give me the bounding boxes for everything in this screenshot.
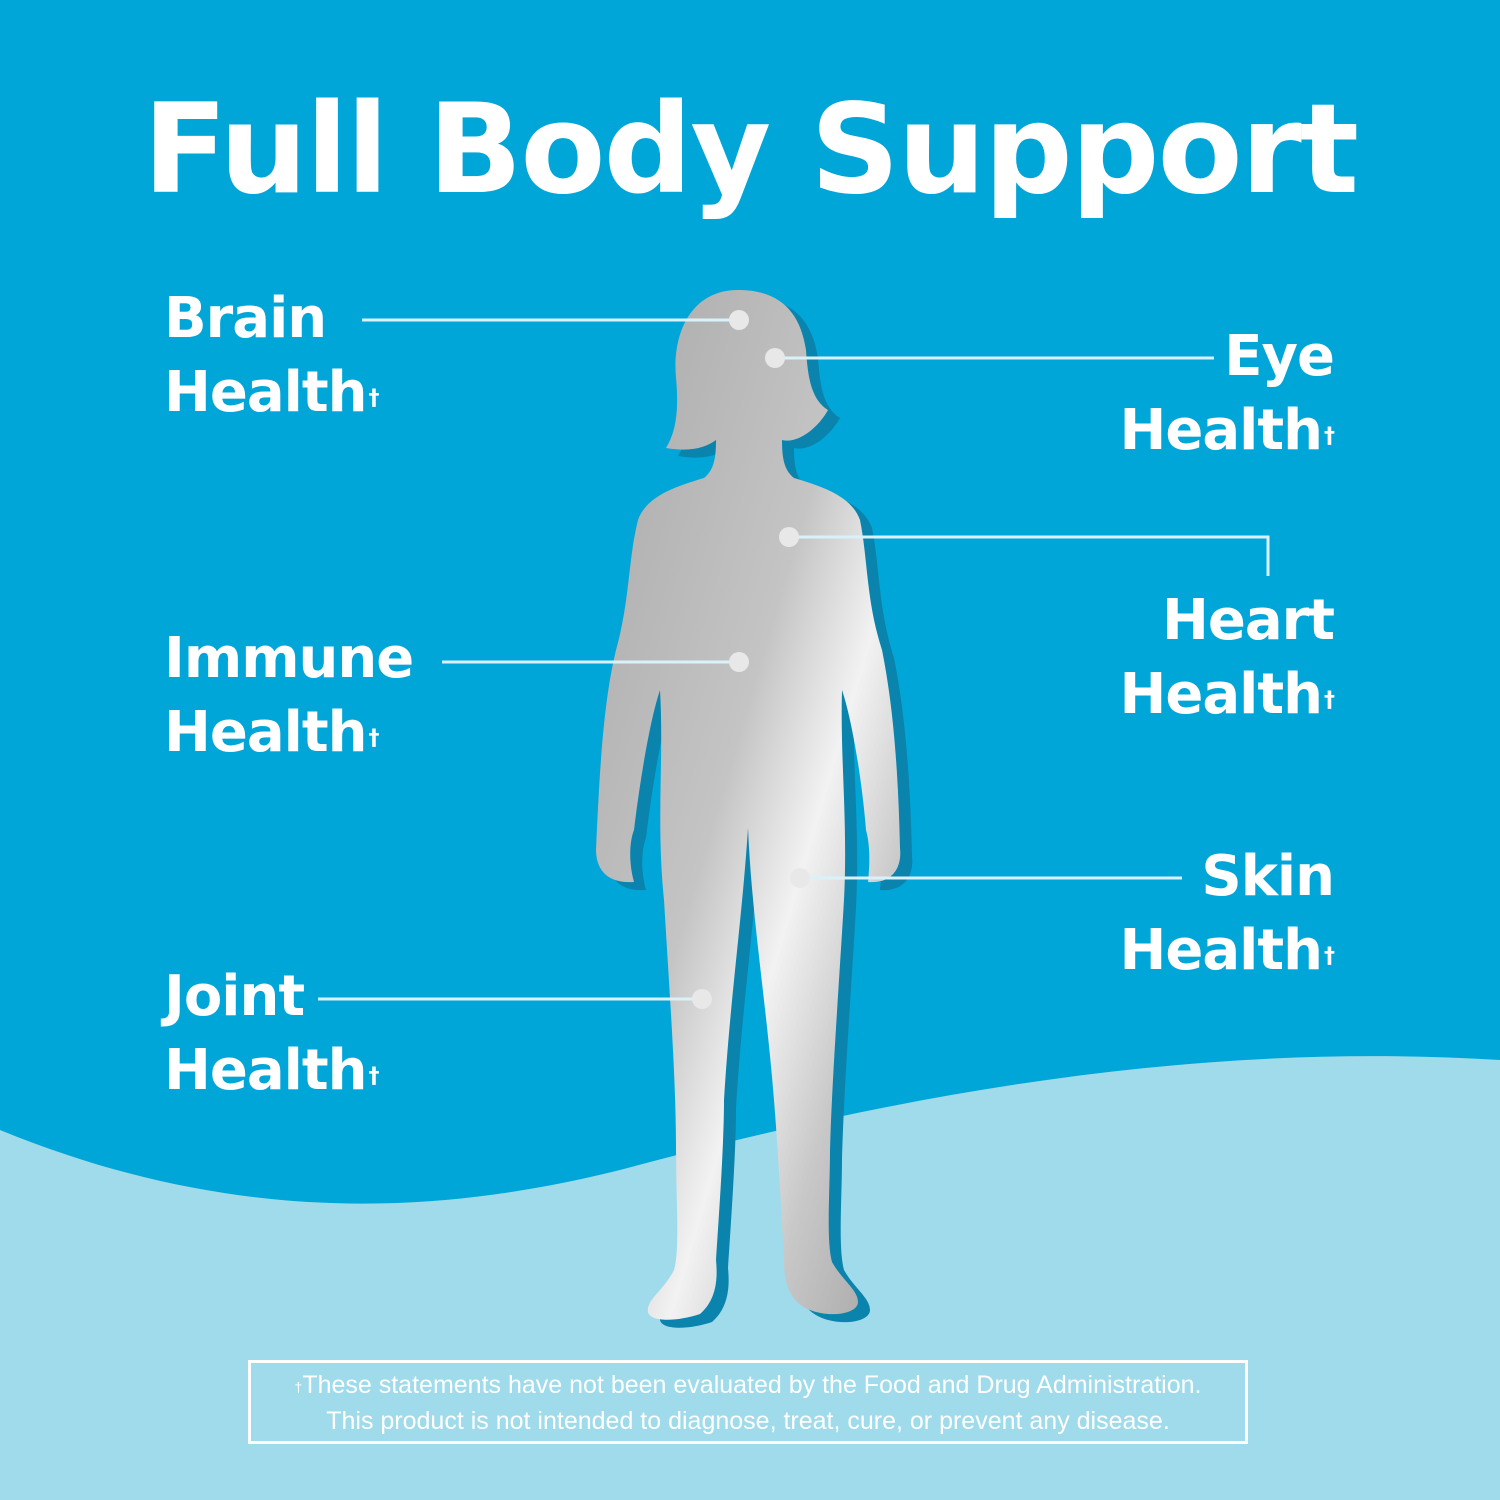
heart-connector — [789, 535, 1270, 576]
joint-label-line2: Health — [164, 1038, 367, 1103]
brain-label-line1: Brain — [164, 286, 327, 351]
body-silhouette — [596, 290, 901, 1320]
dagger-mark: † — [1324, 424, 1335, 449]
page-title: Full Body Support — [142, 78, 1359, 222]
brain-dot — [729, 310, 749, 330]
eye-label-line1: Eye — [1224, 324, 1335, 389]
disclaimer-line1: These statements have not been evaluated… — [302, 1371, 1202, 1399]
joint-label-line1: Joint — [164, 964, 305, 1029]
dagger-mark: † — [368, 726, 379, 751]
dagger-mark: † — [368, 386, 379, 411]
heart-health-label: Heart Health† — [1119, 584, 1335, 732]
dagger-mark: † — [294, 1379, 303, 1395]
skin-health-label: Skin Health† — [1119, 840, 1335, 988]
eye-dot — [765, 348, 785, 368]
joint-dot — [692, 989, 712, 1009]
brain-health-label: Brain Health† — [164, 282, 379, 430]
heart-dot — [779, 527, 799, 547]
skin-label-line2: Health — [1119, 918, 1323, 983]
dagger-mark: † — [1324, 688, 1335, 713]
heart-label-line2: Health — [1119, 662, 1323, 727]
fda-disclaimer: †These statements have not been evaluate… — [248, 1360, 1248, 1444]
eye-label-line2: Health — [1119, 398, 1323, 463]
immune-label-line2: Health — [164, 700, 367, 765]
dagger-mark: † — [368, 1064, 379, 1089]
disclaimer-line2: This product is not intended to diagnose… — [326, 1407, 1170, 1435]
immune-label-line1: Immune — [164, 626, 414, 691]
background-wave — [0, 1056, 1500, 1500]
joint-health-label: Joint Health† — [164, 960, 379, 1108]
skin-dot — [790, 868, 810, 888]
immune-health-label: Immune Health† — [164, 622, 414, 770]
heart-label-line1: Heart — [1161, 588, 1335, 653]
skin-label-line1: Skin — [1201, 844, 1335, 909]
immune-dot — [729, 652, 749, 672]
eye-health-label: Eye Health† — [1119, 320, 1335, 468]
dagger-mark: † — [1324, 944, 1335, 969]
brain-label-line2: Health — [164, 360, 367, 425]
